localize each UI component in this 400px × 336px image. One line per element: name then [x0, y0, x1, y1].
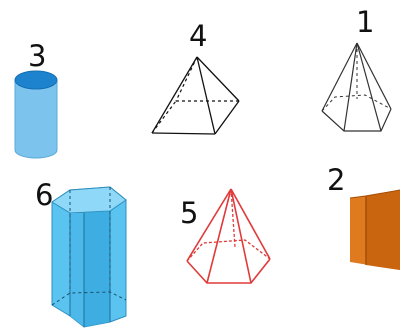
label-3: 3 [28, 39, 47, 73]
label-4: 4 [189, 19, 208, 53]
label-1: 1 [356, 5, 375, 39]
label-2: 2 [327, 163, 346, 197]
label-6: 6 [35, 178, 54, 212]
label-5: 5 [180, 196, 199, 230]
